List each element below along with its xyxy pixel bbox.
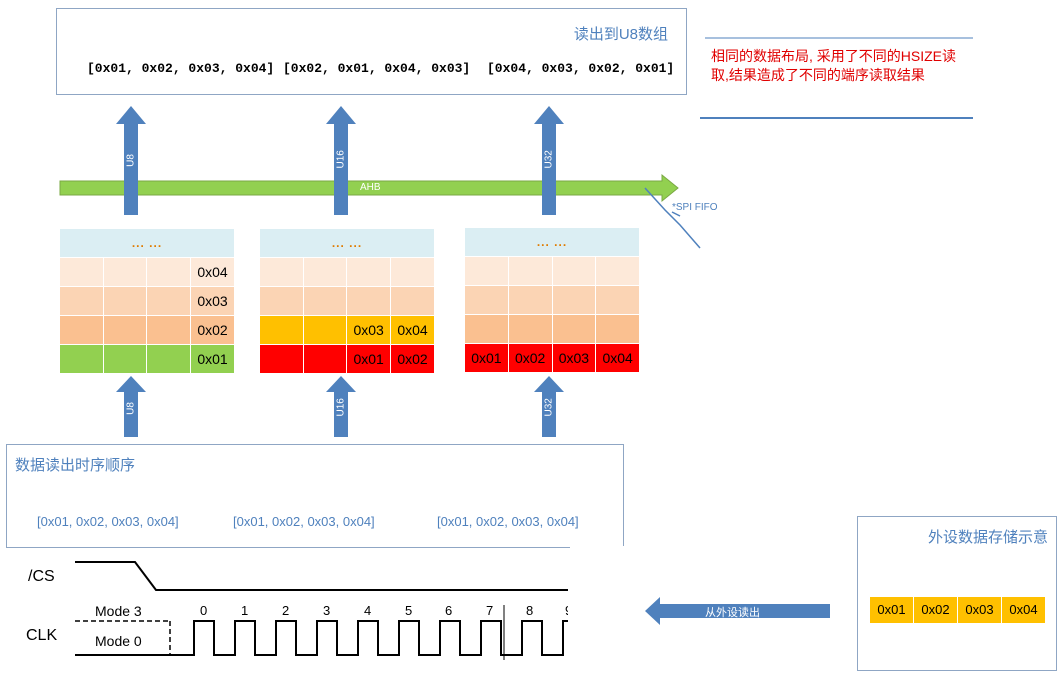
peripheral-byte: 0x01 (869, 597, 913, 623)
clk-number: 6 (445, 603, 453, 618)
up-arrow-u16-bottom (326, 376, 356, 437)
output-box-title: 读出到U8数组 (573, 26, 668, 43)
fifo-cell: 0x03 (190, 286, 235, 316)
peripheral-box: 外设数据存储示意 0x01 0x02 0x03 0x04 (857, 516, 1057, 671)
up-arrow-u32-bottom (534, 376, 564, 437)
mode0-label: Mode 0 (95, 633, 142, 649)
output-box: 读出到U8数组 [0x01, 0x02, 0x03, 0x04] [0x02, … (56, 8, 687, 95)
fifo-cell: 0x04 (190, 257, 235, 287)
fifo-grid-u8: ... ... 0x04 0x03 0x02 0x01 (59, 228, 235, 374)
peripheral-byte: 0x03 (957, 597, 1001, 623)
sequence-value-u8: [0x01, 0x02, 0x03, 0x04] (37, 514, 179, 529)
up-arrow-u16-top-label: U16 (335, 150, 347, 169)
clk-number: 5 (405, 603, 413, 618)
sequence-box-title: 数据读出时序顺序 (15, 457, 136, 474)
fifo-cell: 0x04 (595, 343, 640, 373)
spi-fifo-marker (644, 187, 701, 249)
peripheral-bytes: 0x01 0x02 0x03 0x04 (869, 597, 1047, 623)
note-text: 相同的数据布局, 采用了不同的HSIZE读取,结果造成了不同的端序读取结果 (711, 48, 957, 83)
clk-waveform (170, 620, 568, 656)
sequence-value-u16: [0x01, 0x02, 0x03, 0x04] (233, 514, 375, 529)
fifo-header: ... ... (59, 228, 235, 258)
read-arrow-label: 从外设读出 (705, 607, 760, 619)
fifo-cell: 0x02 (507, 343, 553, 373)
up-arrow-u8-top (116, 106, 146, 215)
fifo-cell: 0x03 (551, 343, 597, 373)
fifo-cell: 0x03 (346, 315, 392, 345)
clk-number: 1 (241, 603, 249, 618)
up-arrow-u16-top (326, 106, 356, 215)
up-arrow-u32-bottom-label: U32 (543, 398, 555, 417)
sequence-value-u32: [0x01, 0x02, 0x03, 0x04] (437, 514, 579, 529)
clk-number: 2 (282, 603, 290, 618)
spi-fifo-label: *SPI FIFO (672, 202, 718, 213)
up-arrow-u32-top-label: U32 (543, 150, 555, 169)
fifo-cell: 0x04 (390, 315, 435, 345)
fifo-cell: 0x02 (190, 315, 235, 345)
fifo-header: ... ... (464, 227, 640, 257)
ahb-bus-arrow (59, 173, 679, 203)
up-arrow-u16-bottom-label: U16 (335, 398, 347, 417)
clk-number: 4 (364, 603, 372, 618)
output-array-u8: [0x01, 0x02, 0x03, 0x04] (87, 61, 275, 76)
up-arrow-u8-bottom (116, 376, 146, 437)
fifo-header: ... ... (259, 228, 435, 258)
clk-number: 8 (526, 603, 534, 618)
ahb-bus-label: AHB (360, 182, 381, 193)
read-from-peripheral-arrow (645, 597, 830, 625)
cs-waveform (75, 561, 568, 591)
clk-number: 0 (200, 603, 208, 618)
clk-number: 7 (486, 603, 494, 618)
fifo-cell: 0x02 (390, 344, 435, 374)
note-callout-lines (700, 37, 973, 119)
clk-label: CLK (26, 627, 58, 644)
clk-number: 3 (323, 603, 331, 618)
mode3-label: Mode 3 (95, 603, 142, 619)
up-arrow-u8-bottom-label: U8 (125, 402, 137, 415)
peripheral-byte: 0x04 (1001, 597, 1045, 623)
output-array-u32: [0x04, 0x03, 0x02, 0x01] (487, 61, 675, 76)
up-arrow-u32-top (534, 106, 564, 215)
peripheral-byte: 0x02 (913, 597, 957, 623)
up-arrow-u8-top-label: U8 (125, 154, 137, 167)
cs-label: /CS (28, 568, 55, 585)
fifo-cell: 0x01 (346, 344, 392, 374)
fifo-cell: 0x01 (190, 344, 235, 374)
fifo-cell: 0x01 (464, 343, 509, 373)
output-array-u16: [0x02, 0x01, 0x04, 0x03] (283, 61, 471, 76)
sequence-box: 数据读出时序顺序 [0x01, 0x02, 0x03, 0x04] [0x01,… (6, 444, 624, 548)
peripheral-box-title: 外设数据存储示意 (927, 529, 1048, 546)
